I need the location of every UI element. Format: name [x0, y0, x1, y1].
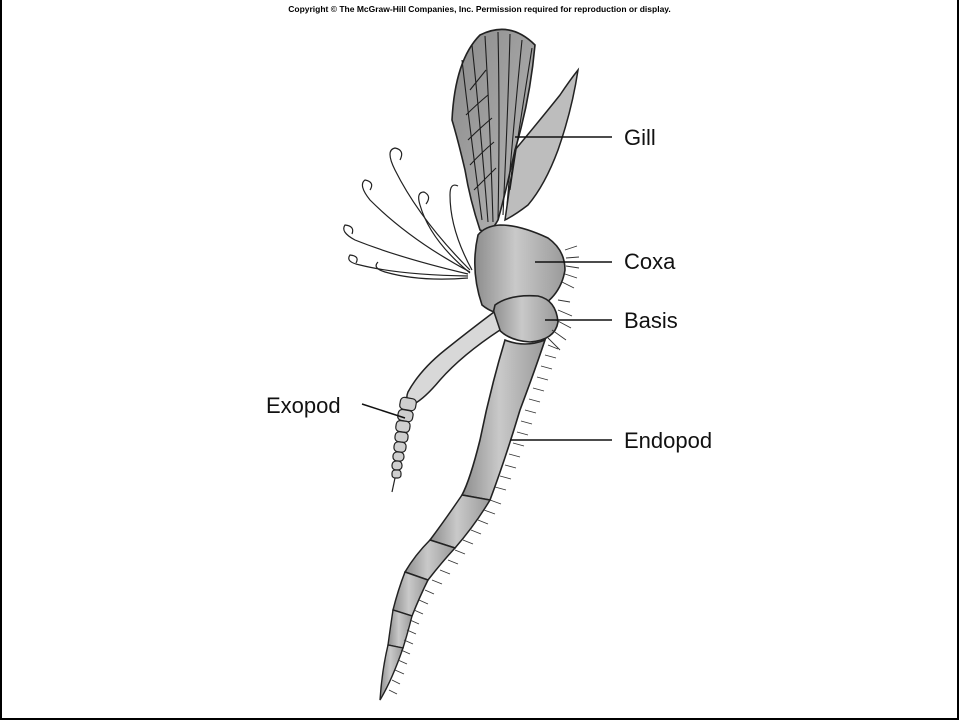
setae-curls: [344, 148, 472, 279]
endopod-label: Endopod: [624, 430, 712, 452]
gill-label: Gill: [624, 127, 656, 149]
coxa-label: Coxa: [624, 251, 675, 273]
basis-label: Basis: [624, 310, 678, 332]
basis-segment: [492, 296, 558, 342]
gill-structure: [452, 29, 578, 231]
exopod-label: Exopod: [266, 395, 341, 417]
